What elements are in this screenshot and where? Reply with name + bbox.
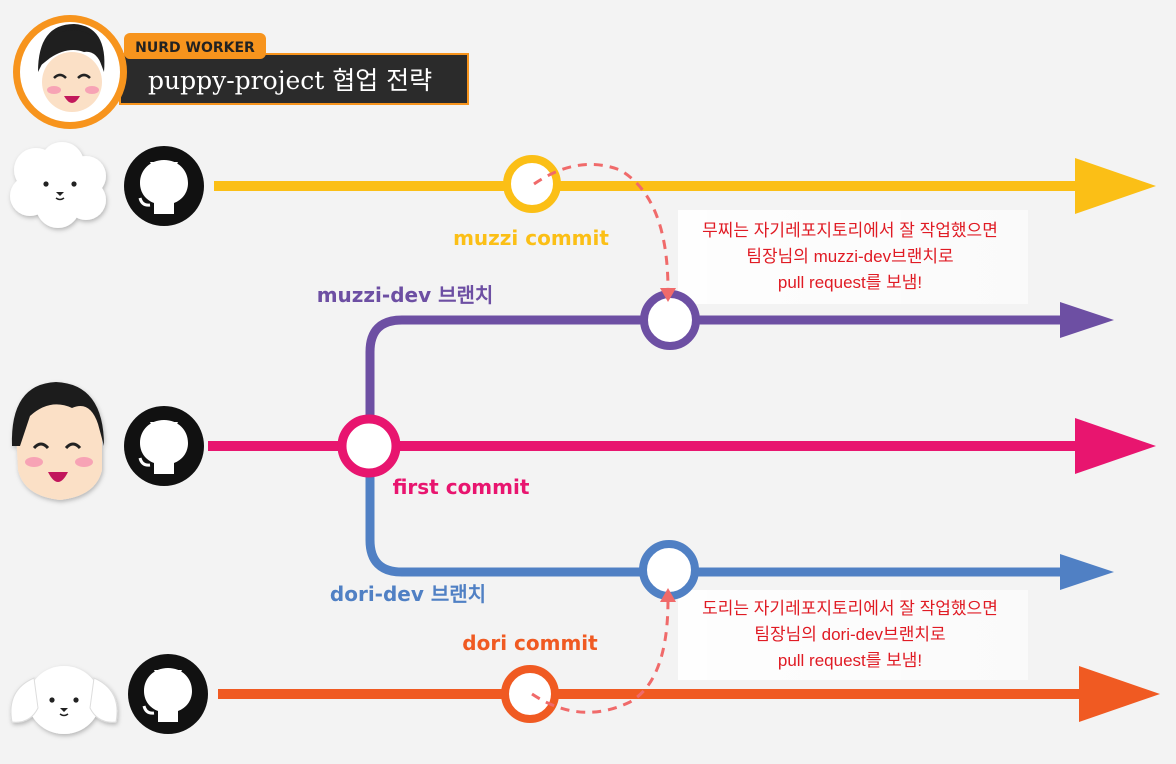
header-title-box [119, 53, 469, 105]
fluffy-dog-icon [10, 142, 106, 228]
blue-lane [365, 448, 1114, 590]
worker-avatar [11, 382, 105, 500]
orange-lane [218, 666, 1160, 722]
muzzi-commit-label: muzzi commit [453, 226, 609, 250]
first-commit-label: first commit [393, 475, 530, 499]
dori-dev-merge-node [639, 540, 699, 600]
muzzi-dev-merge-node [640, 290, 700, 350]
muzzi-pull-request-arrow [533, 163, 676, 302]
muzzi-commit-node [503, 155, 561, 213]
dori-pull-request-arrow [531, 588, 676, 714]
header-badge-box [124, 33, 266, 59]
dori-note-box [678, 590, 1028, 680]
github-icon [128, 654, 208, 734]
muzzi-note: 무찌는 자기레포지토리에서 잘 작업했으면 팀장님의 muzzi-dev브랜치로… [702, 221, 998, 292]
muzzi-note-line3: pull request를 보냄! [778, 273, 922, 292]
muzzi-note-line1: 무찌는 자기레포지토리에서 잘 작업했으면 [702, 221, 998, 240]
header-badge: NURD WORKER [135, 40, 255, 56]
dori-note-line3: pull request를 보냄! [778, 651, 922, 670]
github-icon [124, 146, 204, 226]
dori-dev-branch-label: dori-dev 브랜치 [330, 582, 486, 606]
dori-note: 도리는 자기레포지토리에서 잘 작업했으면 팀장님의 dori-dev브랜치로 … [702, 599, 998, 670]
yellow-lane [214, 158, 1156, 214]
header-avatar [13, 15, 127, 129]
muzzi-note-box [678, 210, 1028, 304]
first-commit-node [337, 414, 401, 478]
floppy-ear-dog-icon [10, 666, 118, 734]
header: NURD WORKER puppy-project 협업 전략 [13, 15, 469, 129]
dori-commit-label: dori commit [462, 631, 598, 655]
muzzi-note-line2: 팀장님의 muzzi-dev브랜치로 [746, 247, 953, 266]
dori-commit-node [501, 665, 559, 723]
muzzi-dev-branch-label: muzzi-dev 브랜치 [317, 283, 494, 307]
dori-note-line1: 도리는 자기레포지토리에서 잘 작업했으면 [702, 599, 998, 618]
dori-note-line2: 팀장님의 dori-dev브랜치로 [754, 625, 945, 644]
purple-lane [365, 302, 1114, 420]
github-icon [124, 406, 204, 486]
page-title: puppy-project 협업 전략 [148, 66, 432, 95]
